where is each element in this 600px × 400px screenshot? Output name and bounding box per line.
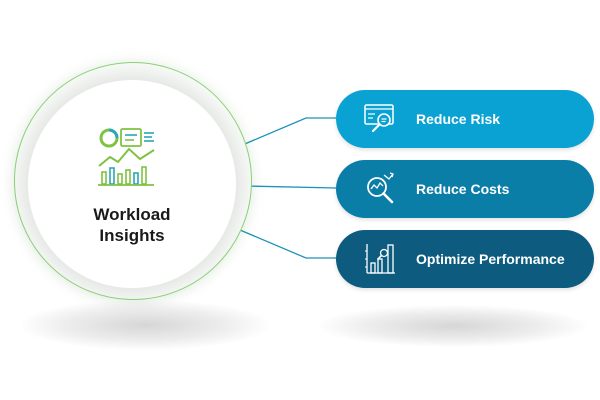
outcome-label: Reduce Costs — [416, 181, 510, 197]
hub-title-line2: Insights — [99, 226, 165, 245]
dashboard-chart-icon — [98, 128, 155, 186]
outcome-reduce-risk: Reduce Risk — [336, 90, 594, 148]
outcome-label: Reduce Risk — [416, 111, 501, 127]
outcome-label: Optimize Performance — [416, 251, 565, 267]
magnifier-dashboard-icon — [364, 104, 394, 133]
hub-shadow — [20, 300, 270, 350]
outcome-optimize-performance: Optimize Performance — [336, 230, 594, 288]
hub-title: Workload Insights — [28, 204, 236, 246]
hub-circle — [28, 80, 236, 288]
bar-chart-magnifier-icon — [365, 244, 395, 274]
pills-shadow — [318, 305, 588, 347]
connector-risk — [239, 117, 336, 147]
hub-title-line1: Workload — [93, 205, 171, 224]
magnifier-chart-icon — [367, 172, 394, 204]
connector-performance — [239, 229, 336, 259]
outcome-reduce-costs: Reduce Costs — [336, 160, 594, 218]
connector-costs — [245, 185, 337, 189]
